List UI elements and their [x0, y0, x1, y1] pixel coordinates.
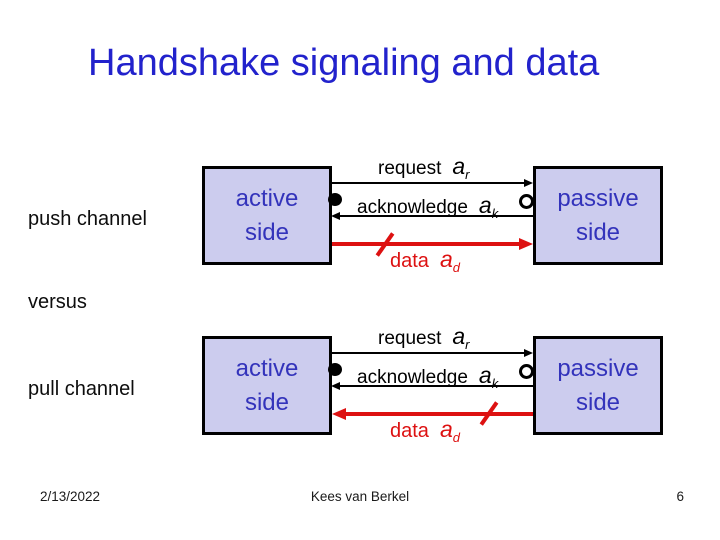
- push-passive-port-circle-icon: [519, 194, 534, 209]
- push-active-port-bullet-icon: [328, 193, 342, 206]
- pull-request-arrowhead-icon: [524, 349, 533, 357]
- push-request-arrow: [332, 182, 526, 184]
- pull-active-port-bullet-icon: [328, 363, 342, 376]
- data-var: a: [439, 246, 453, 272]
- acknowledge-subscript: k: [491, 375, 499, 391]
- acknowledge-var: a: [478, 362, 492, 388]
- acknowledge-word: acknowledge: [357, 367, 468, 388]
- data-var: a: [439, 416, 453, 442]
- push-data-arrowhead-icon: [519, 238, 533, 250]
- pull-active-side-box: active side: [202, 336, 332, 435]
- push-active-side-box: active side: [202, 166, 332, 265]
- push-data-arrow: [332, 242, 519, 246]
- push-active-side-text: active side: [235, 184, 299, 246]
- pull-acknowledge-arrow: [340, 385, 533, 387]
- push-request-label: request ar: [378, 153, 470, 182]
- pull-acknowledge-arrowhead-icon: [331, 382, 340, 390]
- footer-author: Kees van Berkel: [310, 489, 410, 504]
- request-word: request: [378, 328, 442, 349]
- push-acknowledge-arrow: [340, 215, 533, 217]
- data-subscript: d: [452, 260, 460, 275]
- pull-passive-side-box: passive side: [533, 336, 663, 435]
- push-request-arrowhead-icon: [524, 179, 533, 187]
- footer-date: 2/13/2022: [40, 489, 101, 504]
- push-acknowledge-label: acknowledge ak: [357, 192, 498, 221]
- pull-request-label: request ar: [378, 323, 470, 352]
- versus-label: versus: [28, 291, 87, 313]
- push-channel-diagram: push channel active side passive side re…: [0, 150, 720, 280]
- slide-number: 6: [676, 489, 684, 504]
- request-word: request: [378, 158, 442, 179]
- pull-passive-port-circle-icon: [519, 364, 534, 379]
- data-word: data: [390, 250, 429, 272]
- request-subscript: r: [465, 336, 470, 352]
- push-channel-label: push channel: [28, 208, 147, 230]
- acknowledge-subscript: k: [491, 205, 499, 221]
- pull-channel-diagram: pull channel active side passive side re…: [0, 320, 720, 450]
- pull-data-arrowhead-icon: [332, 408, 346, 420]
- request-var: a: [452, 323, 466, 349]
- request-subscript: r: [465, 166, 470, 182]
- request-var: a: [452, 153, 466, 179]
- acknowledge-var: a: [478, 192, 492, 218]
- slide-title: Handshake signaling and data: [88, 42, 600, 84]
- push-passive-side-text: passive side: [557, 184, 639, 246]
- data-subscript: d: [452, 430, 460, 445]
- pull-active-side-text: active side: [235, 354, 299, 416]
- data-word: data: [390, 420, 429, 442]
- push-acknowledge-arrowhead-icon: [331, 212, 340, 220]
- pull-channel-label: pull channel: [28, 378, 135, 400]
- pull-passive-side-text: passive side: [557, 354, 639, 416]
- pull-data-arrow: [346, 412, 533, 416]
- slide-footer: 2/13/2022 Kees van Berkel 6: [0, 489, 720, 509]
- pull-request-arrow: [332, 352, 526, 354]
- push-passive-side-box: passive side: [533, 166, 663, 265]
- pull-acknowledge-label: acknowledge ak: [357, 362, 498, 391]
- acknowledge-word: acknowledge: [357, 197, 468, 218]
